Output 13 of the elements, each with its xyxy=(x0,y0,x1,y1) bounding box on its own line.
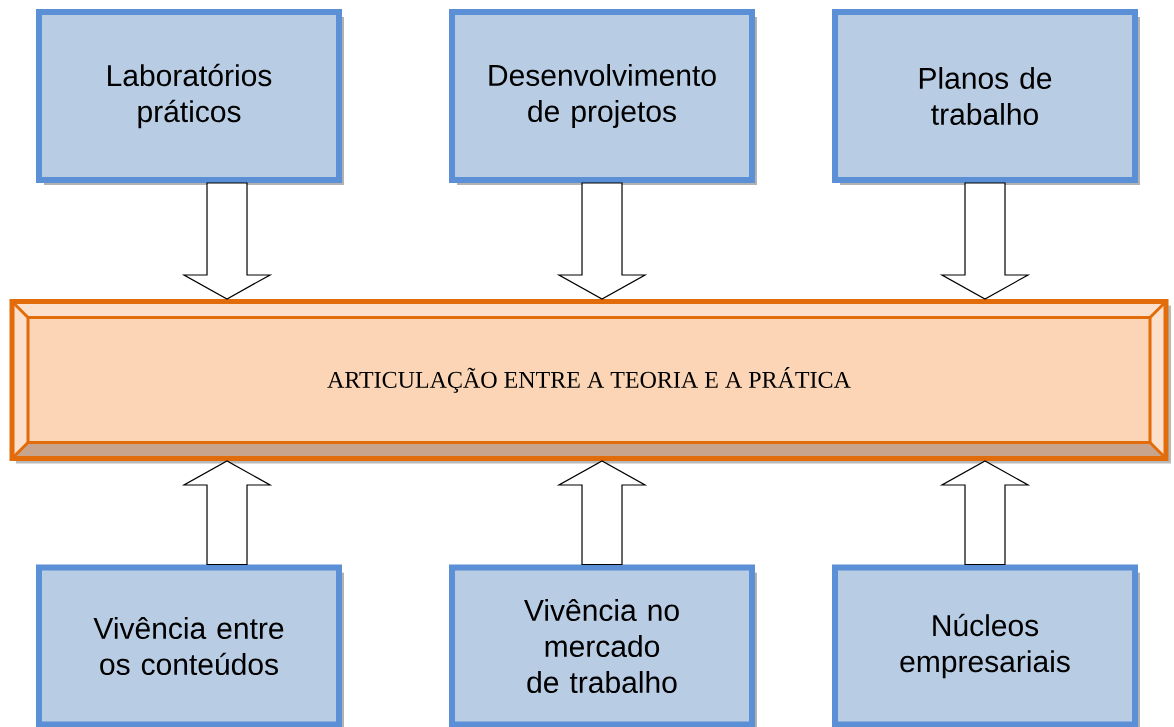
block-arrow xyxy=(939,460,1031,566)
process-box: Planos de trabalho xyxy=(832,9,1140,185)
process-box: Desenvolvimento de projetos xyxy=(449,9,757,185)
process-box: Laboratórios práticos xyxy=(36,9,344,185)
block-arrow xyxy=(556,460,648,566)
block-arrow xyxy=(181,182,273,300)
block-arrow xyxy=(939,182,1031,300)
process-box: Núcleos empresariais xyxy=(832,564,1140,727)
process-box: Vivência no mercado de trabalho xyxy=(449,564,757,727)
block-arrow xyxy=(556,182,648,300)
process-box: Vivência entre os conteúdos xyxy=(36,564,344,727)
block-arrow xyxy=(181,460,273,566)
banner-box: ARTICULAÇÃO ENTRE A TEORIA E A PRÁTICA xyxy=(9,299,1171,464)
